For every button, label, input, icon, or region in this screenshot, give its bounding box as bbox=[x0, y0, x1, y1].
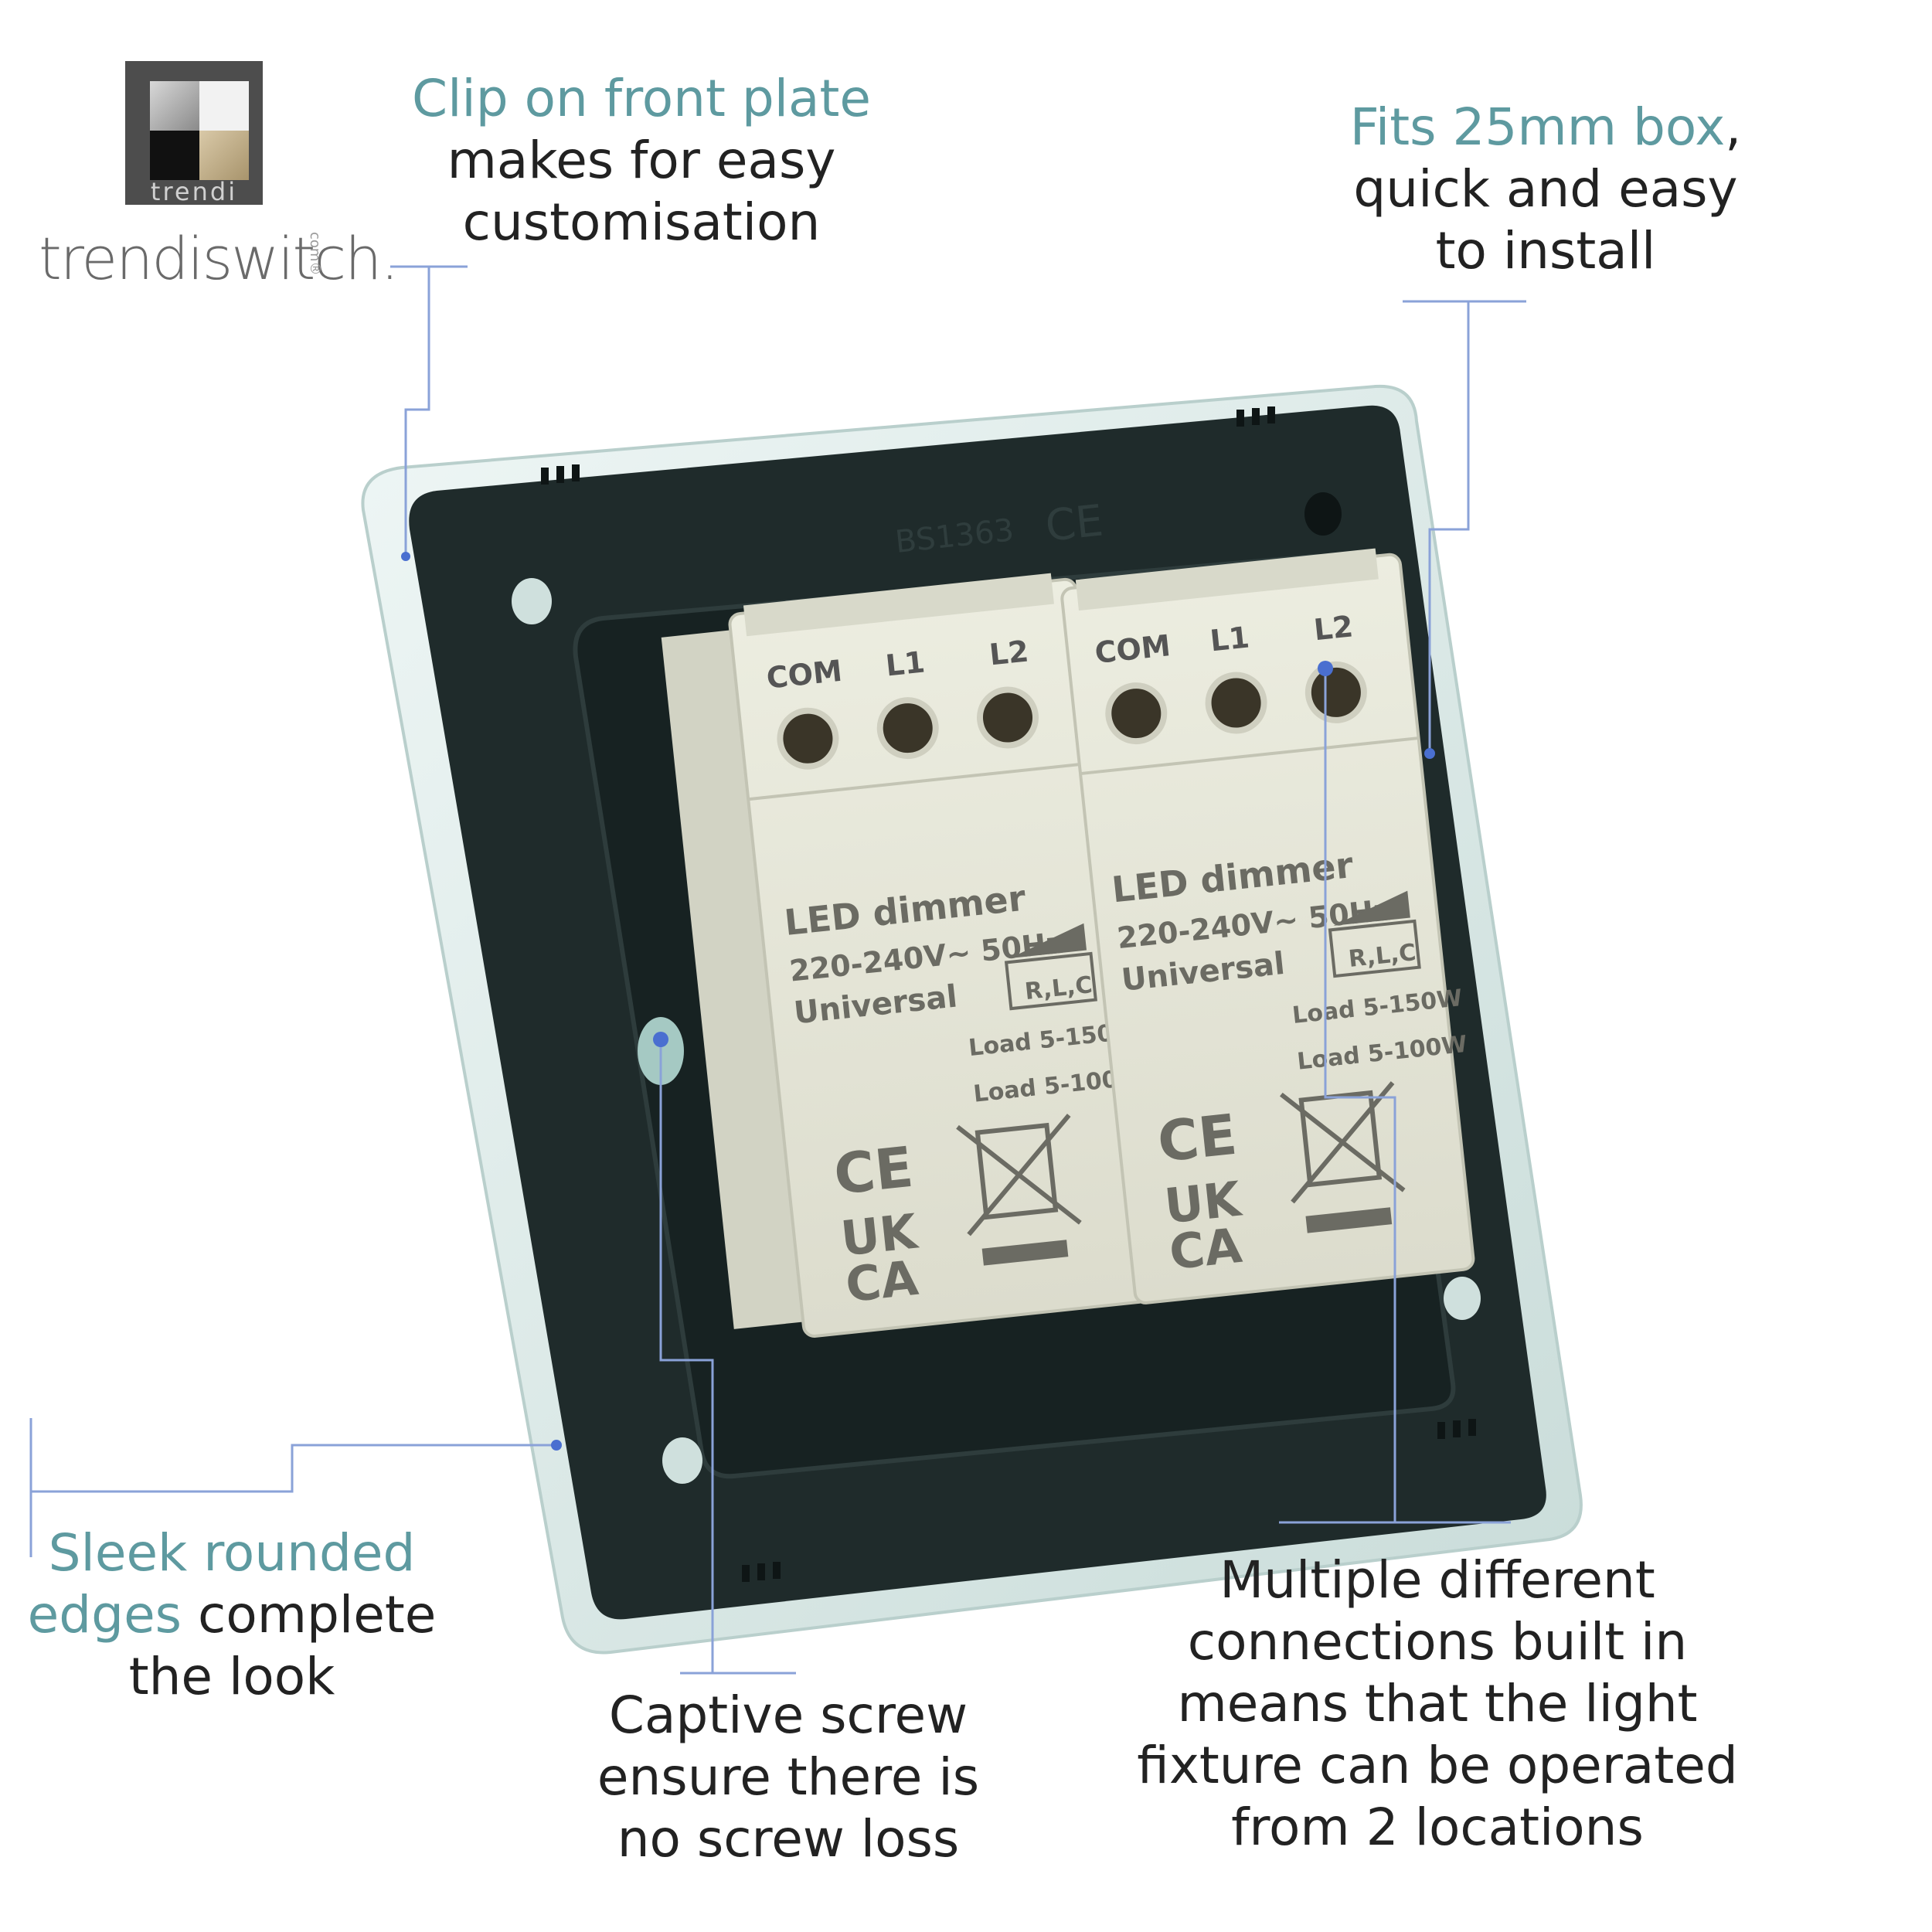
module-2-divider bbox=[1080, 736, 1419, 776]
module-2-screw-l1 bbox=[1205, 672, 1267, 734]
leader-dot-screw bbox=[653, 1032, 668, 1047]
dimmer-module-2: COM L1 L2 LED dimmer 220-240V~ 50Hz Univ… bbox=[1060, 548, 1475, 1304]
module-1-weee-bar bbox=[981, 1240, 1069, 1266]
fixing-hole-top-right bbox=[1304, 492, 1342, 536]
module-1-ukca-bottom: CA bbox=[843, 1250, 921, 1313]
callout-connections-line1: Multiple different bbox=[1219, 1550, 1655, 1610]
callout-box-line2: quick and easy bbox=[1353, 159, 1738, 219]
plate-notches bbox=[541, 406, 1476, 1582]
module-1-screw-l1 bbox=[876, 697, 939, 760]
callout-screw-line2: ensure there is bbox=[597, 1747, 980, 1807]
callout-connections-line2: connections built in bbox=[1187, 1612, 1688, 1672]
leader-dots bbox=[401, 552, 1435, 1451]
callout-edges-accent-line2: edges bbox=[27, 1585, 182, 1645]
dimmer-module-1: COM L1 L2 LED dimmer 220-240V~ 50Hz Univ… bbox=[661, 573, 1151, 1338]
module-1-side bbox=[661, 630, 804, 1329]
callout-clip-line3: customisation bbox=[462, 192, 821, 252]
callout-edges-accent-line1: Sleek rounded bbox=[48, 1523, 416, 1583]
callout-edges-line2: edges complete bbox=[15, 1584, 448, 1646]
callout-clip-accent: Clip on front plate bbox=[412, 69, 871, 128]
module-2-ramp-icon bbox=[1333, 890, 1410, 926]
callout-screw-line3: no screw loss bbox=[617, 1809, 960, 1869]
module-1-screw-com bbox=[777, 707, 839, 770]
brand-logo-mark: trendi bbox=[125, 61, 263, 206]
module-1-top bbox=[743, 573, 1054, 637]
leader-lines bbox=[29, 265, 1526, 1675]
callout-connections-line5: from 2 locations bbox=[1231, 1798, 1644, 1857]
module-2-weee-bar bbox=[1305, 1207, 1393, 1233]
backplate-ce: CE bbox=[1043, 495, 1106, 551]
leader-dot-box bbox=[1424, 748, 1435, 759]
callout-box-line1: Fits 25mm box, bbox=[1329, 97, 1762, 158]
module-1-divider bbox=[747, 761, 1094, 801]
leader-dot-edges bbox=[551, 1440, 562, 1451]
fixing-hole-top-left bbox=[512, 578, 552, 624]
callout-screw-line1: Captive screw bbox=[608, 1685, 968, 1745]
module-2-ukca-bottom: CA bbox=[1167, 1217, 1245, 1281]
leader-edges-run bbox=[31, 1444, 556, 1493]
logo-mark-text: trendi bbox=[150, 177, 238, 206]
fixing-hole-bottom-right bbox=[1444, 1277, 1481, 1320]
callout-edges-line3: the look bbox=[128, 1647, 335, 1706]
brand-wordmark: trendiswitch. bbox=[39, 224, 399, 293]
leader-dot-connections bbox=[1318, 661, 1333, 676]
module-1-weee-icon bbox=[956, 1114, 1082, 1236]
module-2-rlc-box bbox=[1328, 919, 1421, 978]
callout-screw: Captive screw ensure there is no screw l… bbox=[572, 1685, 1005, 1870]
callout-edges-rest: complete bbox=[182, 1585, 437, 1645]
module-2-terminal-l2: L2 bbox=[1312, 609, 1355, 647]
fixing-hole-bottom-left bbox=[662, 1437, 702, 1484]
leader-screw bbox=[659, 1039, 714, 1673]
callout-box-accent: Fits 25mm box bbox=[1349, 97, 1726, 157]
module-1-ukca-top: UK bbox=[838, 1202, 921, 1267]
module-2-terminal-l1: L1 bbox=[1209, 620, 1251, 658]
leader-box-drop bbox=[1428, 301, 1470, 753]
callout-box-comma: , bbox=[1725, 97, 1742, 157]
callout-clip-line2: makes for easy bbox=[447, 131, 836, 190]
module-1-terminal-l2: L2 bbox=[988, 634, 1030, 672]
callout-box: Fits 25mm box, quick and easy to install bbox=[1329, 97, 1762, 282]
module-1-terminal-l1: L1 bbox=[884, 645, 927, 682]
module-2-ce: CE bbox=[1155, 1102, 1240, 1175]
logo-tile-black bbox=[150, 131, 199, 180]
callout-connections-line3: means that the light bbox=[1177, 1674, 1698, 1733]
module-1-terminal-com: COM bbox=[765, 654, 844, 696]
module-1-rlc-box bbox=[1004, 951, 1097, 1011]
wordmark-text: trendiswitch bbox=[39, 224, 382, 293]
module-2-ukca-top: UK bbox=[1162, 1170, 1244, 1234]
callout-connections-line4: fixture can be operated bbox=[1137, 1736, 1738, 1795]
module-1-ce: CE bbox=[831, 1134, 916, 1207]
callout-connections: Multiple different connections built in … bbox=[1128, 1549, 1747, 1859]
module-2-top bbox=[1075, 548, 1379, 611]
logo-tile-silver bbox=[150, 81, 199, 131]
leader-clip-drop bbox=[404, 267, 430, 556]
leader-connections bbox=[1324, 668, 1396, 1522]
wordmark-dot: . bbox=[380, 224, 399, 293]
logo-tile-gold bbox=[199, 131, 249, 180]
callout-box-line3: to install bbox=[1435, 221, 1656, 281]
module-2-screw-l2 bbox=[1304, 661, 1367, 723]
module-1-screw-l2 bbox=[977, 686, 1039, 749]
leader-dot-clip bbox=[401, 552, 410, 561]
callout-edges: Sleek rounded edges complete the look bbox=[15, 1522, 448, 1708]
module-2-screw-com bbox=[1105, 682, 1168, 745]
logo-tile-white bbox=[199, 81, 249, 131]
module-2-terminal-com: COM bbox=[1094, 628, 1172, 670]
callout-clip: Clip on front plate makes for easy custo… bbox=[402, 68, 881, 253]
module-1-ramp-icon bbox=[1009, 923, 1087, 958]
